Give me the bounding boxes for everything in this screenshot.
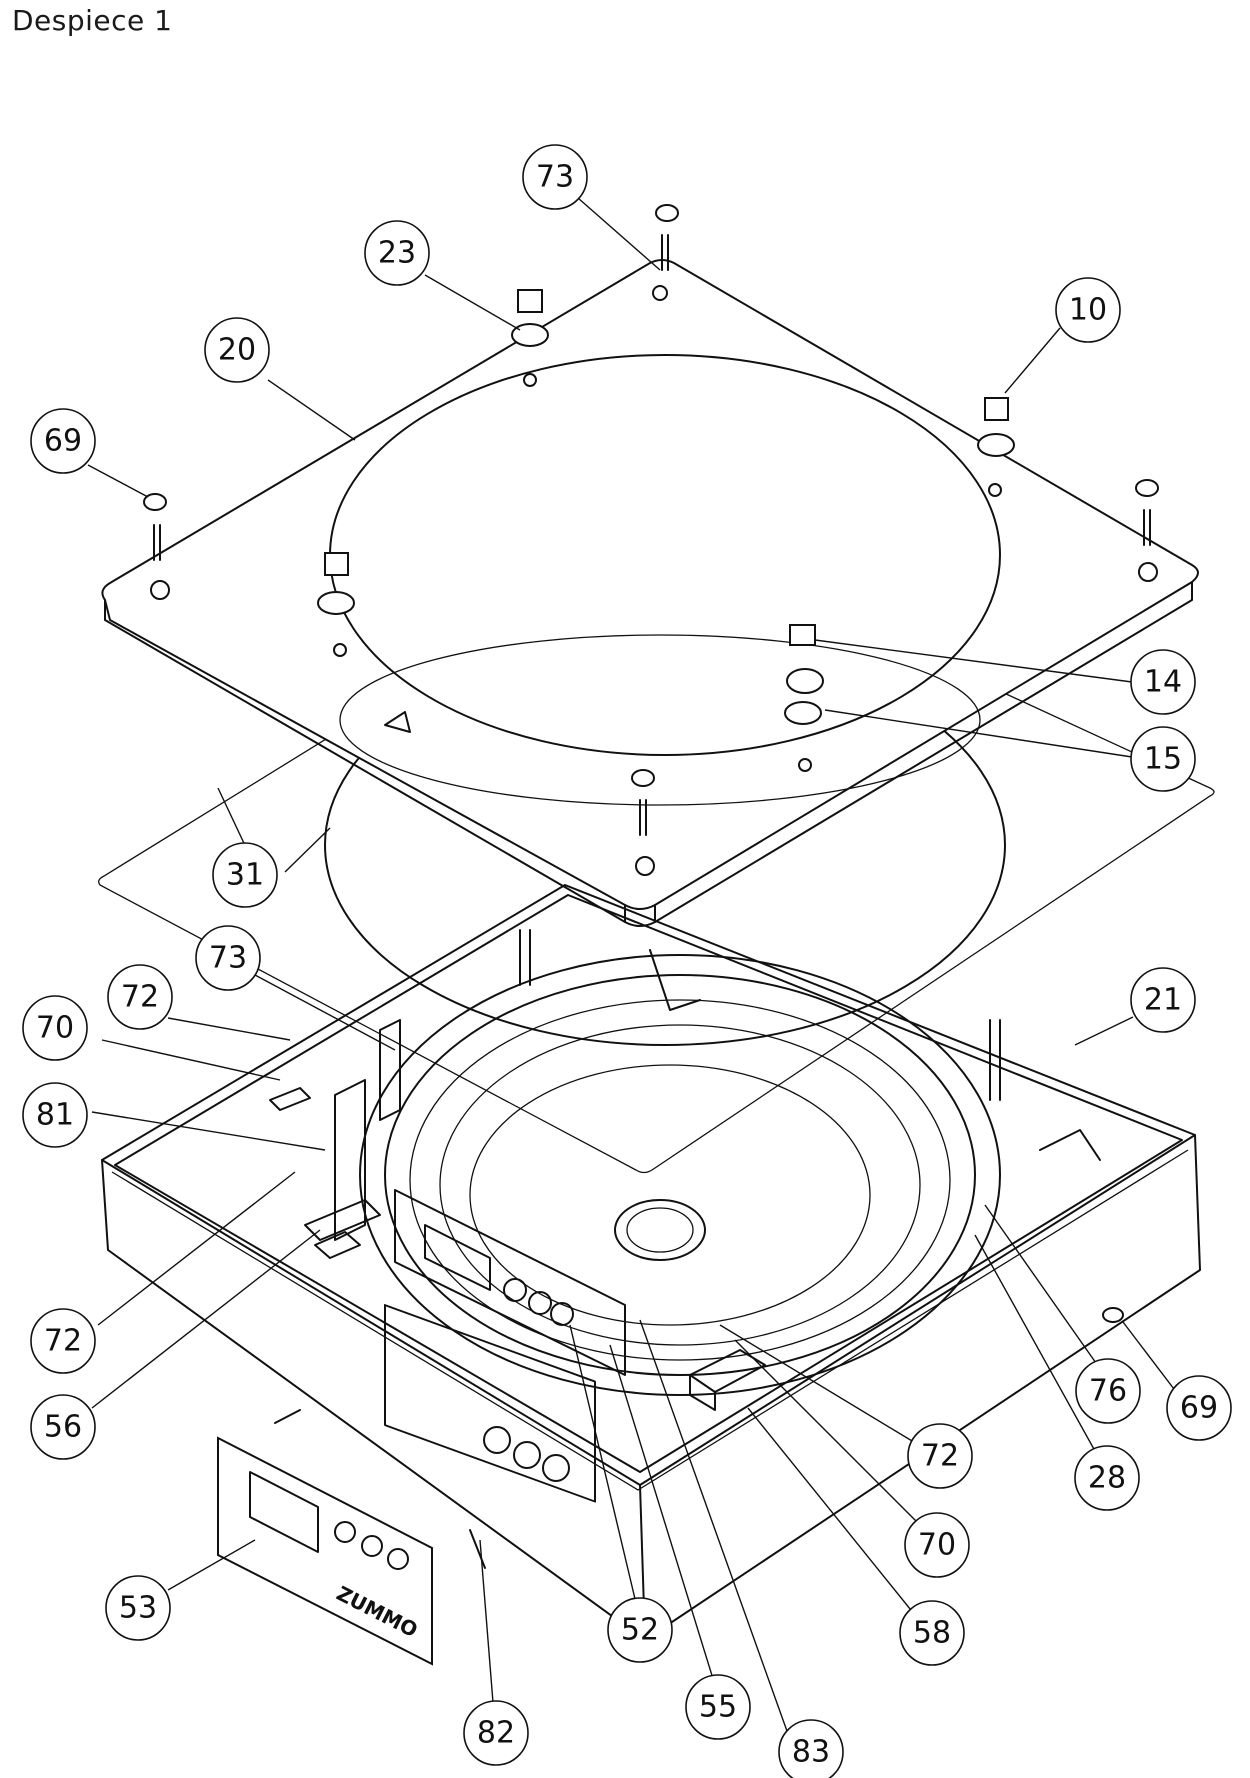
balloon-73-mid: 73 <box>195 925 261 991</box>
svg-text:70: 70 <box>918 1528 956 1563</box>
svg-text:31: 31 <box>226 858 264 893</box>
svg-text:70: 70 <box>36 1011 74 1046</box>
balloon-70-b: 70 <box>904 1512 970 1578</box>
svg-text:20: 20 <box>218 333 256 368</box>
balloon-73-top: 73 <box>522 144 588 210</box>
svg-text:53: 53 <box>119 1591 157 1626</box>
svg-text:81: 81 <box>36 1098 74 1133</box>
balloon-69-right: 69 <box>1166 1375 1232 1441</box>
svg-text:21: 21 <box>1144 983 1182 1018</box>
screw-upper <box>274 1409 301 1424</box>
svg-text:69: 69 <box>1180 1391 1218 1426</box>
balloon-20: 20 <box>204 317 270 383</box>
svg-text:58: 58 <box>913 1616 951 1651</box>
svg-text:83: 83 <box>792 1735 830 1770</box>
balloon-72-c: 72 <box>907 1423 973 1489</box>
balloon-10: 10 <box>1055 277 1121 343</box>
svg-text:82: 82 <box>477 1716 515 1751</box>
cap-69-right <box>1102 1307 1124 1323</box>
svg-text:69: 69 <box>44 424 82 459</box>
drawing-title: Despiece 1 <box>12 4 173 37</box>
balloon-69-top: 69 <box>30 408 96 474</box>
balloon-14: 14 <box>1130 649 1196 715</box>
svg-text:72: 72 <box>44 1324 82 1359</box>
balloon-55: 55 <box>685 1674 751 1740</box>
screw-82 <box>469 1529 486 1569</box>
svg-text:56: 56 <box>44 1410 82 1445</box>
top-plate-20 <box>101 204 1199 927</box>
balloon-56: 56 <box>30 1394 96 1460</box>
balloon-76: 76 <box>1075 1358 1141 1424</box>
svg-text:73: 73 <box>209 941 247 976</box>
balloon-21: 21 <box>1130 967 1196 1033</box>
front-label-plate-53: ZUMMO <box>217 1436 433 1666</box>
leader-lines <box>87 197 1178 1774</box>
svg-text:23: 23 <box>378 236 416 271</box>
balloon-81: 81 <box>22 1082 88 1148</box>
balloon-15: 15 <box>1130 726 1196 792</box>
balloon-72-b: 72 <box>30 1308 96 1374</box>
svg-text:76: 76 <box>1089 1374 1127 1409</box>
svg-text:28: 28 <box>1088 1461 1126 1496</box>
control-board-55 <box>394 1189 626 1376</box>
svg-text:52: 52 <box>621 1613 659 1648</box>
svg-text:15: 15 <box>1144 742 1182 777</box>
balloon-72-a: 72 <box>107 964 173 1030</box>
balloon-28: 28 <box>1074 1445 1140 1511</box>
base-tray-21 <box>101 884 1201 1641</box>
balloon-82: 82 <box>463 1700 529 1766</box>
svg-text:14: 14 <box>1144 665 1182 700</box>
balloon-23: 23 <box>364 220 430 286</box>
bracket-58 <box>689 1349 766 1411</box>
svg-text:10: 10 <box>1069 293 1107 328</box>
svg-text:72: 72 <box>121 980 159 1015</box>
balloon-58: 58 <box>899 1600 965 1666</box>
svg-text:72: 72 <box>921 1439 959 1474</box>
balloon-53: 53 <box>105 1575 171 1641</box>
balloon-31: 31 <box>212 842 278 908</box>
bracket-56 <box>269 1019 401 1259</box>
balloon-83: 83 <box>778 1719 844 1778</box>
svg-text:55: 55 <box>699 1690 737 1725</box>
balloon-52: 52 <box>607 1597 673 1663</box>
balloon-70-a: 70 <box>22 995 88 1061</box>
svg-text:73: 73 <box>536 160 574 195</box>
